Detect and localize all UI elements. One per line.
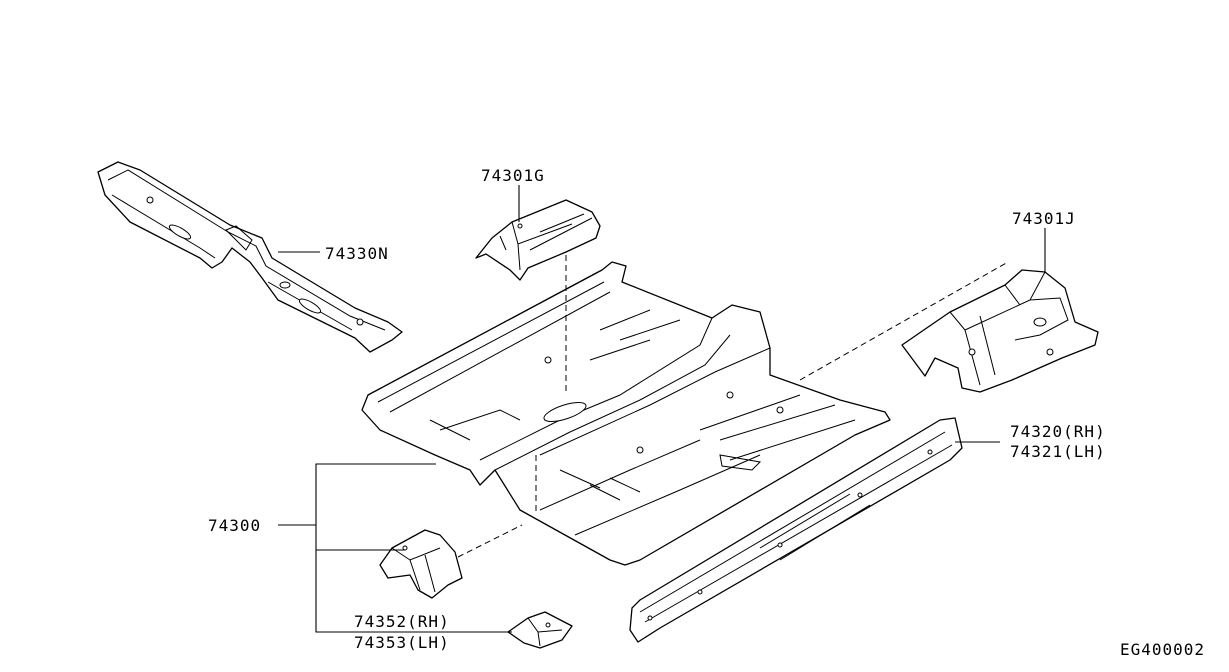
- diagram-code: EG400002: [1120, 640, 1205, 659]
- label-74353-lh: 74353(LH): [354, 633, 450, 652]
- part-74352-small-bracket[interactable]: [507, 611, 573, 649]
- assembly-dash-lines: [457, 255, 1009, 558]
- part-74330n-crossmember[interactable]: [97, 161, 403, 353]
- part-74301g-floor-piece[interactable]: [475, 199, 601, 281]
- label-74320-rh: 74320(RH): [1010, 422, 1106, 441]
- part-74301j-rear-floor[interactable]: [901, 269, 1099, 393]
- part-74300-floor-panel[interactable]: [361, 261, 891, 566]
- label-74301j: 74301J: [1012, 209, 1076, 228]
- label-74301g: 74301G: [481, 166, 545, 185]
- label-74321-lh: 74321(LH): [1010, 442, 1106, 461]
- leader-lines: [278, 185, 1046, 633]
- part-74320-side-sill[interactable]: [629, 417, 963, 643]
- label-74300: 74300: [208, 516, 261, 535]
- label-74352-rh: 74352(RH): [354, 612, 450, 631]
- label-74330n: 74330N: [325, 244, 389, 263]
- part-floor-bracket[interactable]: [379, 529, 463, 599]
